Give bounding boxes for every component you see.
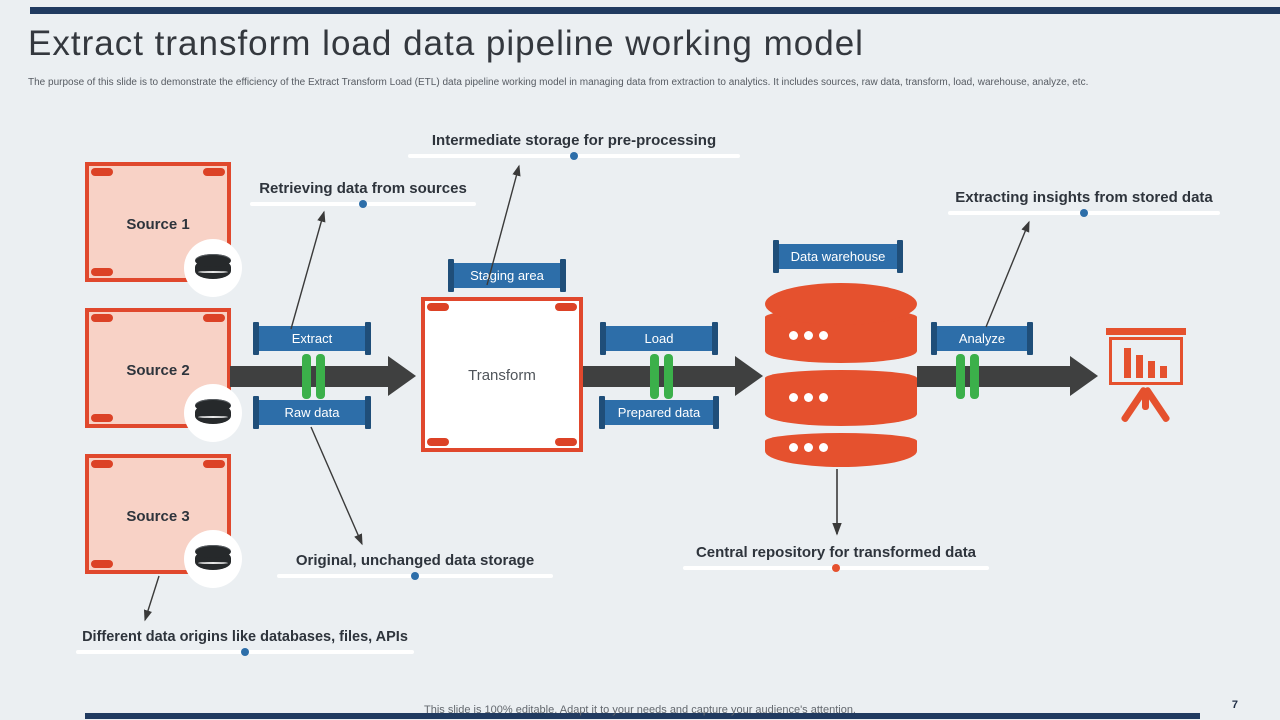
underline (683, 564, 989, 572)
corner-tab (203, 460, 225, 468)
dot-marker (241, 648, 249, 656)
presentation-chart-icon (1106, 328, 1186, 424)
tag-analyze: Analyze (931, 322, 1033, 355)
corner-tab (203, 314, 225, 322)
database-icon (184, 239, 242, 297)
transform-label: Transform (468, 367, 536, 384)
footer-note: This slide is 100% editable. Adapt it to… (424, 704, 856, 716)
tag-prepared-data: Prepared data (599, 396, 719, 429)
underline (277, 572, 553, 580)
database-icon (184, 384, 242, 442)
corner-tab (555, 303, 577, 311)
underline (250, 200, 476, 208)
annotation-origins: Different data origins like databases, f… (76, 629, 414, 656)
corner-tab (91, 414, 113, 422)
dot-marker (1080, 209, 1088, 217)
valve-icon (956, 354, 979, 399)
pipeline-arrowhead (735, 356, 763, 396)
transform-box: Transform (421, 297, 583, 452)
pipeline-arrowhead (1070, 356, 1098, 396)
page-title: Extract transform load data pipeline wor… (28, 24, 864, 63)
source-2-label: Source 2 (126, 362, 190, 379)
page-number: 7 (1231, 699, 1238, 711)
annotation-extracting: Extracting insights from stored data (948, 189, 1220, 217)
annotation-retrieving: Retrieving data from sources (250, 180, 476, 208)
source-1-label: Source 1 (126, 216, 190, 233)
warehouse-cylinder-icon (765, 283, 917, 467)
dot-marker (411, 572, 419, 580)
valve-icon (650, 354, 673, 399)
slide-subtitle: The purpose of this slide is to demonstr… (28, 77, 1089, 88)
tag-staging-area: Staging area (448, 259, 566, 292)
corner-tab (203, 168, 225, 176)
source-2-box: Source 2 (85, 308, 231, 428)
tag-data-warehouse: Data warehouse (773, 240, 903, 273)
tag-extract: Extract (253, 322, 371, 355)
pipeline-segment (583, 366, 737, 387)
bottom-accent-bar (85, 713, 1200, 719)
dot-marker (832, 564, 840, 572)
dot-marker (570, 152, 578, 160)
source-3-label: Source 3 (126, 508, 190, 525)
database-icon (184, 530, 242, 588)
corner-tab (555, 438, 577, 446)
annotation-central: Central repository for transformed data (683, 544, 989, 572)
pipeline-arrowhead (388, 356, 416, 396)
corner-tab (91, 168, 113, 176)
corner-tab (427, 303, 449, 311)
corner-tab (91, 268, 113, 276)
underline (76, 648, 414, 656)
corner-tab (91, 314, 113, 322)
corner-tab (91, 560, 113, 568)
tag-raw-data: Raw data (253, 396, 371, 429)
annotation-original: Original, unchanged data storage (277, 552, 553, 580)
corner-tab (427, 438, 449, 446)
pipeline-segment (917, 366, 1070, 387)
top-accent-bar (30, 7, 1280, 14)
valve-icon (302, 354, 325, 399)
corner-tab (91, 460, 113, 468)
underline (408, 152, 740, 160)
underline (948, 209, 1220, 217)
dot-marker (359, 200, 367, 208)
tag-load: Load (600, 322, 718, 355)
annotation-intermediate: Intermediate storage for pre-processing (408, 132, 740, 160)
